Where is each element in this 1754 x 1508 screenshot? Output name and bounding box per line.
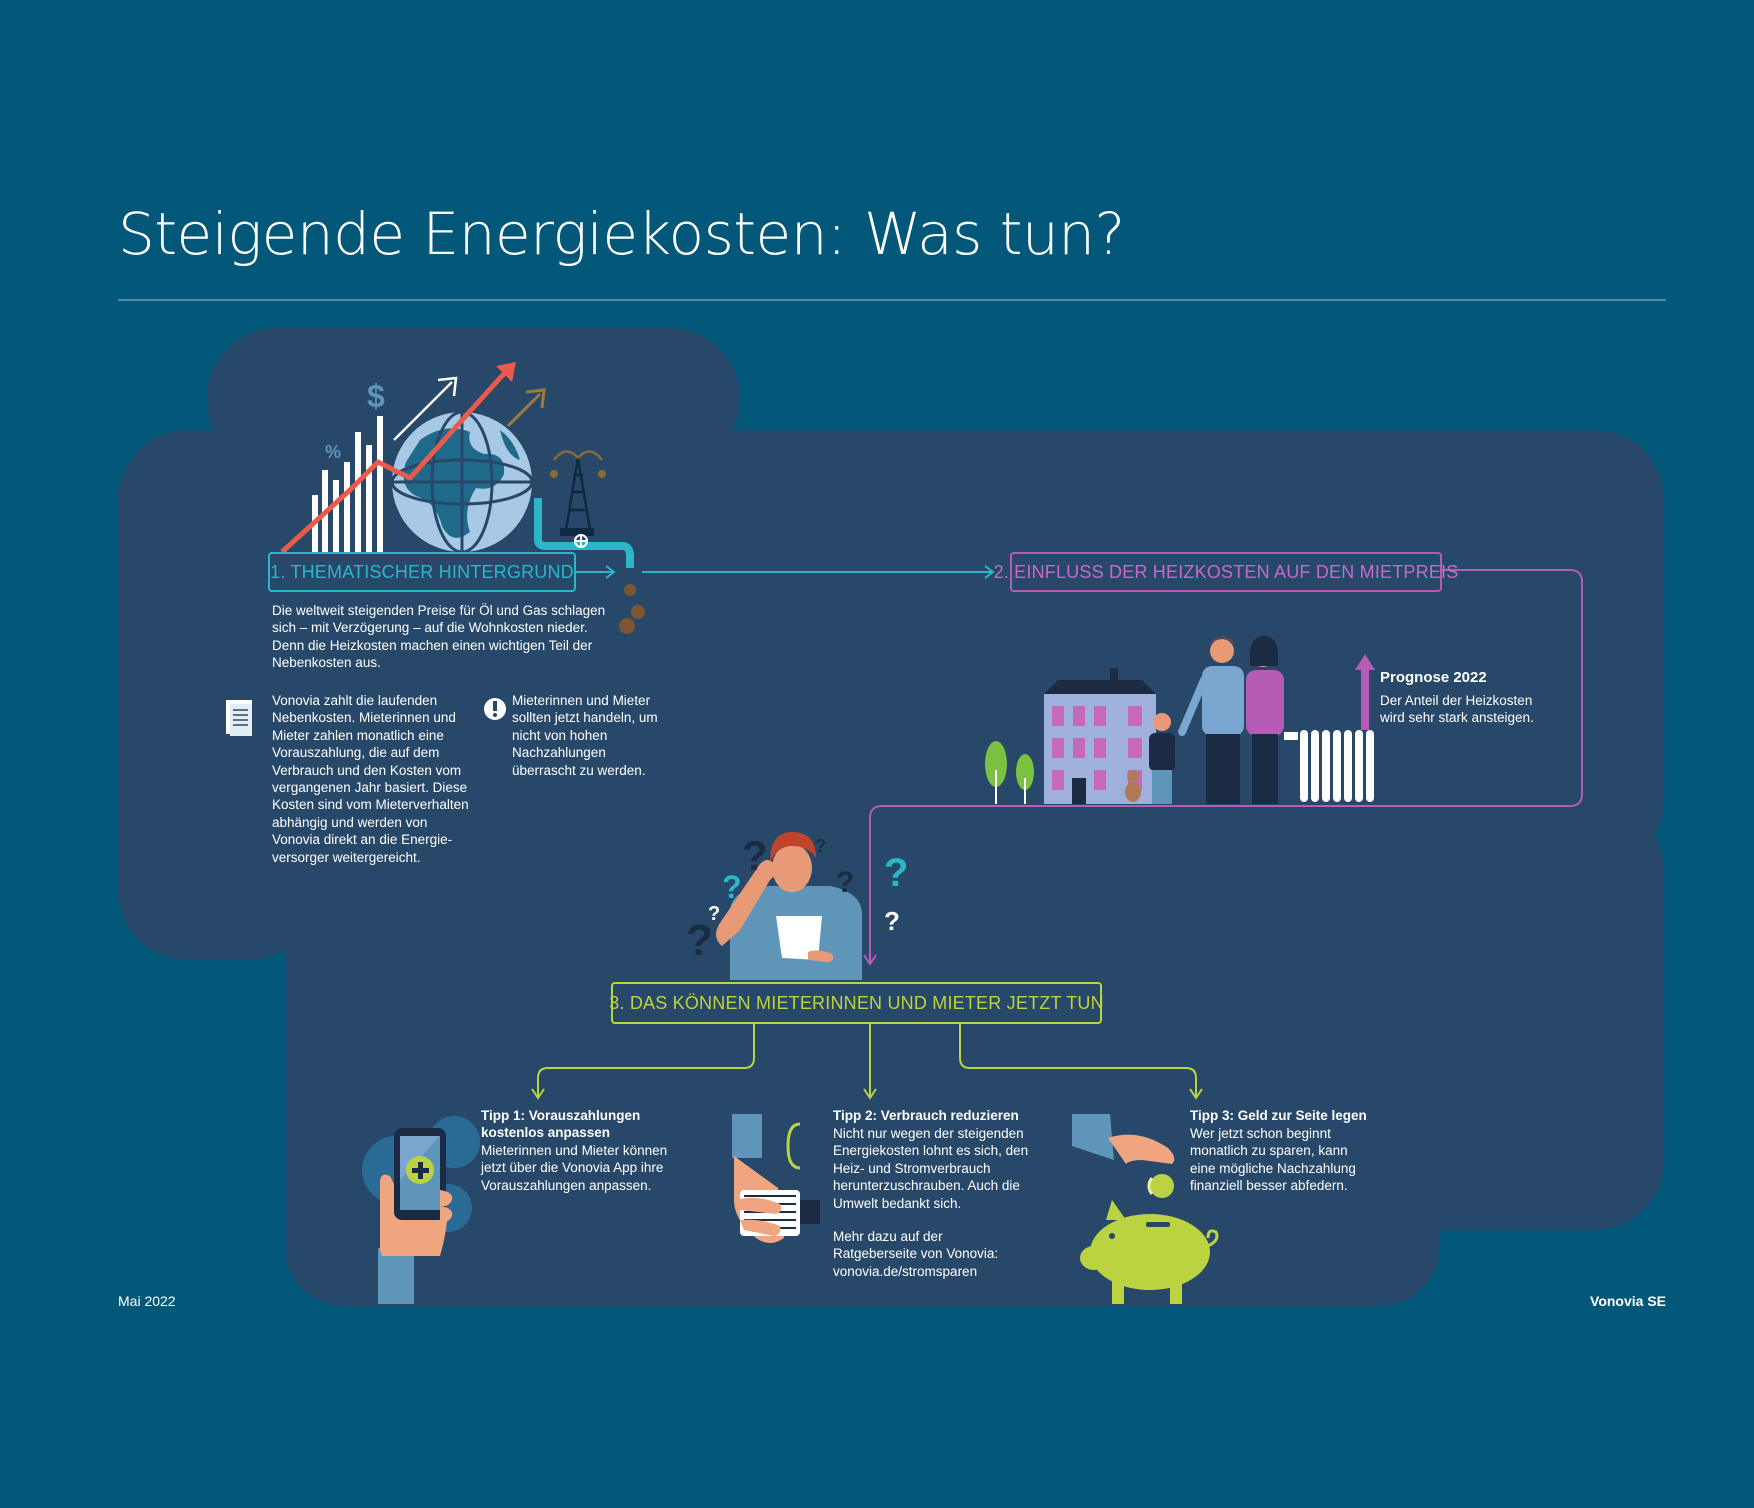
tips-connectors xyxy=(531,1022,1203,1100)
teddy-bear-icon xyxy=(1125,770,1141,802)
economy-illustration: % $ xyxy=(280,362,645,634)
oil-rig-icon xyxy=(553,450,603,531)
section-2-label: 2. EINFLUSS DER HEIZKOSTEN AUF DEN MIETP… xyxy=(994,552,1458,592)
tip-3-text: Wer jetzt schon beginnt monatlich zu spa… xyxy=(1190,1126,1356,1194)
thermostat-hand-icon xyxy=(732,1114,820,1243)
question-mark-icon: ? xyxy=(708,903,720,925)
footer-company: Vonovia SE xyxy=(1590,1293,1666,1309)
piggy-bank-icon xyxy=(1072,1114,1219,1304)
smartphone-app-icon xyxy=(362,1116,480,1304)
tip-2-text: Nicht nur wegen der steigenden Energieko… xyxy=(833,1126,1029,1211)
section-3-label: 3. DAS KÖNNEN MIETERINNEN UND MIETER JET… xyxy=(609,982,1104,1024)
question-mark-icon: ? xyxy=(722,869,742,905)
radiator-icon xyxy=(1284,730,1374,802)
family-icon xyxy=(1149,636,1284,804)
tip-1-title: Tipp 1: Vorauszahlungen kostenlos anpass… xyxy=(481,1108,641,1141)
question-mark-icon: ? xyxy=(742,832,768,879)
connector-2-3 xyxy=(869,569,1583,962)
section-1-note-right: Mieterinnen und Mieter sollten jetzt han… xyxy=(512,693,658,778)
house-icon xyxy=(1044,668,1156,804)
forecast-text: Der Anteil der Heizkosten wird sehr star… xyxy=(1380,693,1534,726)
tip-2-title: Tipp 2: Verbrauch reduzieren xyxy=(833,1108,1019,1123)
tip-2-more: Mehr dazu auf der Ratgeberseite von Vono… xyxy=(833,1229,999,1279)
dollar-icon: $ xyxy=(367,378,385,414)
footer-date: Mai 2022 xyxy=(118,1293,176,1309)
section-1-note-left: Vonovia zahlt die laufenden Nebenkosten.… xyxy=(272,693,469,865)
page-title: Steigende Energiekosten: Was tun? xyxy=(118,200,1125,268)
tip-1-text: Mieterinnen und Mieter können jetzt über… xyxy=(481,1143,668,1193)
question-mark-icon: ? xyxy=(884,851,908,895)
thinking-person-icon xyxy=(716,832,862,980)
oil-drops-icon xyxy=(619,584,645,634)
percent-icon: % xyxy=(325,442,341,462)
warning-icon xyxy=(484,698,506,720)
forecast-title: Prognose 2022 xyxy=(1380,669,1487,686)
tree-icon xyxy=(985,741,1034,804)
question-mark-icon: ? xyxy=(836,866,854,899)
title-divider xyxy=(118,299,1666,301)
question-mark-icon: ? xyxy=(884,906,900,936)
section-1-label: 1. THEMATISCHER HINTERGRUND xyxy=(268,552,576,592)
globe-icon xyxy=(390,410,534,554)
document-icon xyxy=(226,700,252,736)
section-1-intro: Die weltweit steigenden Preise für Öl un… xyxy=(272,603,606,671)
question-marks: ? ? ? ? ? ? ? ? xyxy=(686,832,908,965)
tip-3-title: Tipp 3: Geld zur Seite legen xyxy=(1190,1108,1367,1123)
question-mark-icon: ? xyxy=(815,836,826,856)
forecast-arrow xyxy=(1361,668,1369,730)
question-mark-icon: ? xyxy=(686,916,713,965)
